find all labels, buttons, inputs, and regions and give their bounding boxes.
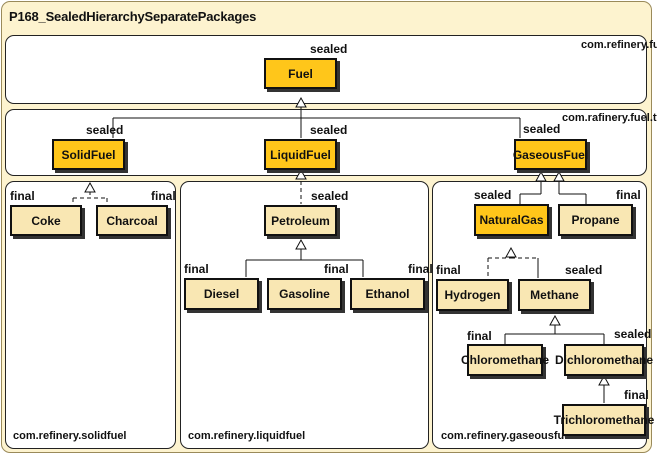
class-liquidfuel[interactable]: LiquidFuel bbox=[264, 139, 337, 170]
package-label-fuel-type: com.rafinery.fuel.type bbox=[562, 112, 657, 124]
class-ethanol[interactable]: Ethanol bbox=[350, 278, 425, 310]
keyword-sealed-dichloromethane: sealed bbox=[614, 327, 652, 341]
class-hydrogen[interactable]: Hydrogen bbox=[436, 279, 509, 311]
class-gaseousfuel[interactable]: GaseousFuel bbox=[513, 139, 588, 170]
package-label-liquidfuel: com.refinery.liquidfuel bbox=[188, 430, 306, 442]
keyword-final-charcoal: final bbox=[151, 189, 176, 203]
keyword-final-propane: final bbox=[616, 188, 641, 202]
package-label-solidfuel: com.refinery.solidfuel bbox=[13, 430, 127, 442]
class-methane[interactable]: Methane bbox=[518, 279, 591, 311]
keyword-sealed-fuel: sealed bbox=[310, 42, 348, 56]
class-chloromethane[interactable]: Chloromethane bbox=[461, 344, 549, 376]
package-label-gaseousfuel: com.refinery.gaseousfuel bbox=[441, 430, 574, 442]
keyword-sealed-naturalgas: sealed bbox=[474, 188, 512, 202]
class-diesel[interactable]: Diesel bbox=[184, 278, 259, 310]
keyword-sealed-solidfuel: sealed bbox=[86, 123, 124, 137]
keyword-sealed-gaseousfuel: sealed bbox=[523, 122, 561, 136]
keyword-final-chloromethane: final bbox=[467, 329, 492, 343]
class-charcoal[interactable]: Charcoal bbox=[96, 205, 168, 236]
keyword-sealed-liquidfuel: sealed bbox=[310, 123, 348, 137]
keyword-final-hydrogen: final bbox=[436, 263, 461, 277]
keyword-sealed-petroleum: sealed bbox=[311, 189, 349, 203]
class-coke[interactable]: Coke bbox=[10, 205, 82, 236]
class-gasoline[interactable]: Gasoline bbox=[267, 278, 342, 310]
class-naturalgas[interactable]: NaturalGas bbox=[474, 204, 549, 236]
package-label-fuel: com.refinery.fuel bbox=[581, 39, 657, 51]
class-propane[interactable]: Propane bbox=[558, 204, 633, 236]
class-fuel[interactable]: Fuel bbox=[264, 58, 337, 89]
class-petroleum[interactable]: Petroleum bbox=[264, 205, 337, 236]
keyword-final-diesel: final bbox=[184, 262, 209, 276]
class-trichloromethane[interactable]: Trichloromethane bbox=[554, 404, 654, 436]
class-dichloromethane[interactable]: Dichloromethane bbox=[555, 344, 653, 376]
keyword-final-ethanol: final bbox=[408, 262, 433, 276]
diagram-title: P168_SealedHierarchySeparatePackages bbox=[9, 9, 257, 24]
keyword-final-coke: final bbox=[10, 189, 35, 203]
keyword-final-gasoline: final bbox=[324, 262, 349, 276]
class-solidfuel[interactable]: SolidFuel bbox=[52, 139, 125, 170]
keyword-final-trichloromethane: final bbox=[624, 388, 649, 402]
package-fuel bbox=[5, 35, 647, 104]
keyword-sealed-methane: sealed bbox=[565, 263, 603, 277]
